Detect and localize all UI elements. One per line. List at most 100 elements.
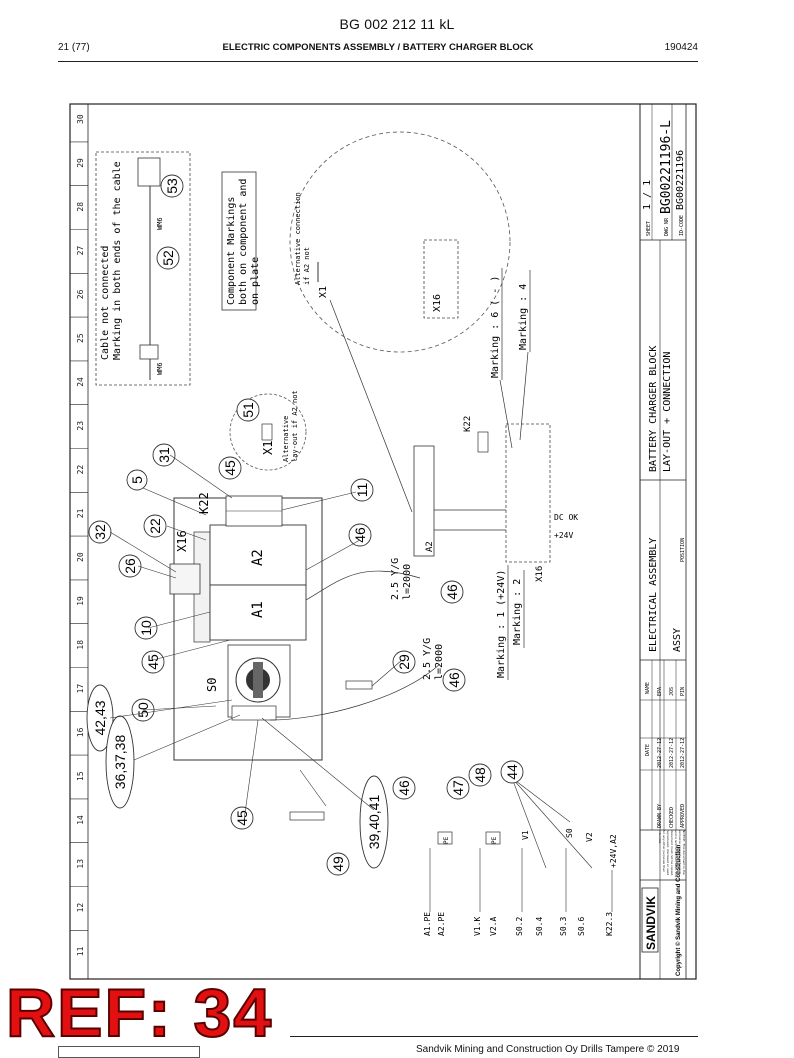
wire-target-v1: V1 — [521, 830, 530, 840]
callout-bubble — [141, 650, 165, 674]
plus-24v-label: +24V — [554, 531, 573, 540]
alt-connection-line1: Alternative connection — [294, 192, 302, 285]
footer-text: Sandvik Mining and Construction Oy Drill… — [416, 1044, 680, 1055]
callout-bubble — [392, 650, 416, 674]
callout-number: 52 — [160, 250, 176, 266]
callout-bubble — [468, 763, 492, 787]
part-49-leader — [299, 769, 327, 807]
x16-terminal — [169, 563, 201, 595]
row-approved: APPROVED — [680, 804, 686, 828]
callout-46c: 46 — [442, 668, 466, 692]
wire-label: S0.2 — [515, 917, 524, 936]
grid-number: 12 — [76, 903, 85, 913]
grid-number: 22 — [76, 465, 85, 475]
title-line1: BATTERY CHARGER BLOCK — [648, 346, 659, 472]
callout-394041: 39,40,41 — [359, 775, 389, 869]
k22-label-b: K22 — [463, 416, 473, 432]
col-name: NAME — [645, 682, 651, 694]
checked-date: 2012-27-12 — [669, 738, 675, 768]
alt-layout-line1: Alternative — [282, 416, 290, 462]
callout-45b: 45 — [141, 650, 165, 674]
header-title: BG 002 212 11 kL — [339, 16, 455, 32]
callout-number: 45 — [222, 460, 238, 476]
dwg-label: DWG NR — [664, 217, 670, 236]
callout-bubble — [86, 684, 114, 752]
callout-bubble — [105, 715, 135, 809]
wire-leader-44b — [511, 777, 593, 869]
grid-number: 29 — [76, 158, 85, 168]
wire-46-b — [269, 663, 441, 721]
alt-connection-circle — [289, 131, 511, 353]
marking-6-leader — [499, 379, 513, 449]
wm6-label-b: WM6 — [156, 362, 164, 375]
callout-bubble — [156, 246, 180, 270]
callout-bubble — [88, 520, 112, 544]
x1-label-b: X1 — [261, 441, 275, 455]
checked-name: JOS — [669, 687, 675, 696]
alt-layout-line2: lay-out if A2 not — [291, 390, 299, 462]
x16-terminal-right — [505, 423, 551, 563]
grid-number: 28 — [76, 202, 85, 212]
callout-number: 45 — [145, 654, 161, 670]
s0-fuse — [345, 680, 373, 690]
x1-label: X1 — [318, 286, 329, 298]
callout-number: 45 — [234, 810, 250, 826]
grid-number: 17 — [76, 684, 85, 694]
ref-stamp: REF: 34 — [5, 975, 274, 1051]
callout-number: 29 — [396, 654, 412, 670]
callout-26: 26 — [118, 554, 142, 578]
k22-label-a: K22 — [197, 492, 211, 514]
title-line2: LAY-OUT + CONNECTION — [662, 352, 673, 472]
drawn-date: 2012-27-12 — [657, 738, 663, 768]
callout-29: 29 — [392, 650, 416, 674]
callout-number: 46 — [446, 672, 462, 688]
callout-52: 52 — [156, 246, 180, 270]
callout-number: 22 — [147, 518, 163, 534]
callout-number: 42,43 — [92, 700, 108, 735]
callout-number: 5 — [129, 476, 145, 484]
a2-module — [209, 524, 307, 586]
part-49 — [289, 811, 325, 821]
callout-363738: 36,37,38 — [105, 715, 135, 809]
component-markings-line3: on plate — [250, 257, 261, 305]
callout-number: 36,37,38 — [112, 735, 128, 790]
callout-bubble — [218, 456, 242, 480]
wire-label: S0.3 — [559, 917, 568, 936]
callout-number: 51 — [240, 402, 256, 418]
brand-name: SANDVIK — [644, 896, 658, 950]
grid-number: 20 — [76, 552, 85, 562]
grid-number: 13 — [76, 859, 85, 869]
grid-number: 14 — [76, 815, 85, 825]
grid-number: 18 — [76, 640, 85, 650]
callout-number: 53 — [164, 178, 180, 194]
wire-label: A2.PE — [437, 912, 446, 936]
callout-number: 46 — [352, 527, 368, 543]
wire-label: S0.6 — [577, 917, 586, 936]
wire-target-s0: S0 — [565, 828, 574, 838]
alt-layout-circle — [229, 393, 307, 471]
row-drawn: DRAWN BY — [657, 804, 663, 828]
dc-ok-label: DC OK — [554, 513, 578, 522]
callout-51: 51 — [236, 398, 260, 422]
callout-45a: 45 — [218, 456, 242, 480]
callout-bubble — [359, 775, 389, 869]
callout-number: 44 — [504, 764, 520, 780]
wire-b-line1: 2.5 Y/G — [422, 638, 433, 680]
marking-2: Marking : 2 — [512, 579, 523, 645]
drawing-frame — [69, 103, 697, 980]
callout-bubble — [126, 469, 148, 491]
s0-label: S0 — [205, 678, 219, 692]
callout-46a: 46 — [348, 523, 372, 547]
wire-note-b: 2.5 Y/G l=2000 — [422, 638, 445, 680]
header-row: 21 (77) ELECTRIC COMPONENTS ASSEMBLY / B… — [58, 42, 698, 58]
dwg-value: BG00221196-L — [659, 120, 674, 214]
x16-dashed-box — [423, 239, 459, 319]
x16-label-c: X16 — [535, 566, 545, 582]
a2-block-right — [413, 445, 435, 557]
grid-number: 19 — [76, 596, 85, 606]
wire-leader-44a — [511, 777, 547, 869]
cable-note: Cable not connected Marking in both ends… — [100, 161, 123, 360]
grid-number: 26 — [76, 289, 85, 299]
header-rule — [58, 61, 698, 62]
